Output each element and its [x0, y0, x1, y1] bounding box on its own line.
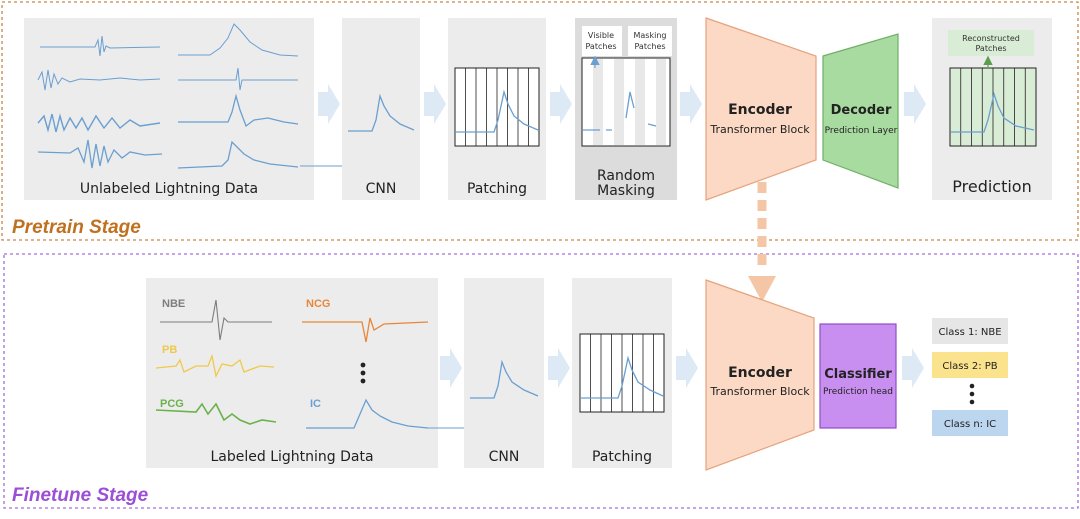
prediction-grid-lines	[960, 68, 1026, 146]
pretrain-flow-arrows	[318, 84, 926, 124]
masking-label-line1: Random	[597, 168, 655, 184]
class-box-2	[932, 352, 1008, 378]
signal-ncg-label: NCG	[306, 298, 330, 310]
signal-pb-waveform	[155, 353, 275, 378]
waveform-5	[178, 23, 299, 57]
prediction-waveform	[951, 91, 1035, 133]
pretrain-encoder-title: Encoder	[728, 102, 792, 118]
pretrain-stage-label: Pretrain Stage	[12, 217, 141, 238]
labeled-data-panel	[146, 278, 438, 468]
finetune-flow-arrows	[440, 348, 924, 388]
classifier-block	[819, 323, 897, 429]
finetune-ellipsis-dots	[360, 362, 366, 384]
signal-pb-label: PB	[162, 344, 177, 356]
class-box-1-label: Class 1: NBE	[938, 327, 1001, 338]
ft-arrow-cnn-to-patching	[548, 348, 570, 388]
arrow-decoder-to-prediction	[904, 84, 926, 124]
finetune-stage-frame	[3, 253, 1079, 509]
ft-arrow-classifier-to-classes	[902, 348, 924, 388]
classifier-title: Classifier	[824, 367, 892, 382]
arrow-patching-to-masking	[550, 84, 572, 124]
patch-grid-lines	[465, 68, 529, 146]
waveform-3	[37, 113, 161, 133]
waveform-4	[37, 139, 163, 169]
finetune-stage-label: Finetune Stage	[12, 485, 149, 506]
signal-ic-waveform	[306, 398, 429, 429]
class-box-2-label: Class 2: PB	[942, 361, 997, 372]
masked-waveform	[583, 91, 657, 131]
finetune-cnn-panel	[464, 278, 544, 468]
pretrain-encoder-block	[705, 17, 817, 201]
unlabeled-data-label: Unlabeled Lightning Data	[80, 181, 258, 197]
pretrain-stage-frame	[1, 1, 1079, 241]
reconstructed-line2: Patches	[975, 44, 1006, 53]
visible-patches-box	[582, 26, 622, 56]
class-box-1	[932, 318, 1008, 344]
finetune-cnn-label: CNN	[489, 449, 520, 465]
signal-pcg-waveform	[155, 402, 277, 425]
class-ellipsis-dots	[969, 383, 975, 405]
finetune-encoder-block	[705, 279, 815, 471]
ft-arrow-data-to-cnn	[440, 348, 462, 388]
visible-patches-line2: Patches	[585, 42, 616, 51]
finetune-patch-grid-lines	[590, 334, 654, 412]
masking-patches-line2: Patches	[634, 42, 665, 51]
waveform-2	[37, 69, 161, 91]
reconstructed-line1: Reconstructed	[962, 34, 1020, 43]
waveform-8	[177, 140, 299, 169]
patched-waveform	[456, 89, 539, 133]
signal-nbe-label: NBE	[162, 298, 185, 310]
signal-ic-label: IC	[310, 398, 321, 410]
prediction-label: Prediction	[952, 177, 1031, 196]
decoder-subtitle: Prediction Layer	[825, 126, 898, 136]
class-box-n-label: Class n: IC	[944, 419, 996, 430]
waveform-7	[178, 93, 299, 128]
decoder-block	[822, 33, 899, 189]
classifier-subtitle: Prediction head	[823, 387, 893, 397]
signal-ncg-waveform	[302, 317, 429, 343]
masking-label-line2: Masking	[597, 183, 655, 199]
pretrain-encoder-subtitle: Transformer Block	[709, 123, 810, 136]
visible-patches-line1: Visible	[588, 31, 614, 40]
unlabeled-waveforms	[37, 23, 299, 169]
arrow-cnn-to-patching	[424, 84, 446, 124]
masked-patches	[593, 59, 666, 145]
pretrain-patching-label: Patching	[467, 181, 527, 197]
finetune-cnn-waveform	[470, 359, 539, 399]
ft-arrow-patching-to-encoder	[676, 348, 698, 388]
finetune-patched-waveform	[581, 355, 664, 399]
pretrain-cnn-label: CNN	[366, 181, 397, 197]
arrow-data-to-cnn	[318, 84, 340, 124]
masking-patches-line1: Masking	[634, 31, 667, 40]
labeled-data-label: Labeled Lightning Data	[210, 449, 373, 465]
signal-nbe-waveform	[160, 299, 272, 341]
signal-pcg-label: PCG	[160, 398, 184, 410]
decoder-title: Decoder	[831, 103, 892, 118]
waveform-6	[178, 67, 298, 91]
pretrain-cnn-panel	[342, 18, 420, 200]
finetune-encoder-subtitle: Transformer Block	[709, 385, 810, 398]
class-box-n	[932, 410, 1008, 436]
finetune-encoder-title: Encoder	[728, 365, 792, 381]
cnn-waveform	[348, 93, 415, 132]
finetune-patching-label: Patching	[592, 449, 652, 465]
waveform-1	[40, 35, 161, 57]
reconstructed-patches-box	[948, 30, 1034, 56]
unlabeled-data-panel	[24, 18, 314, 200]
arrow-masking-to-encoder	[680, 84, 702, 124]
weight-transfer-arrowhead	[748, 276, 776, 302]
masking-patches-box	[628, 26, 672, 56]
